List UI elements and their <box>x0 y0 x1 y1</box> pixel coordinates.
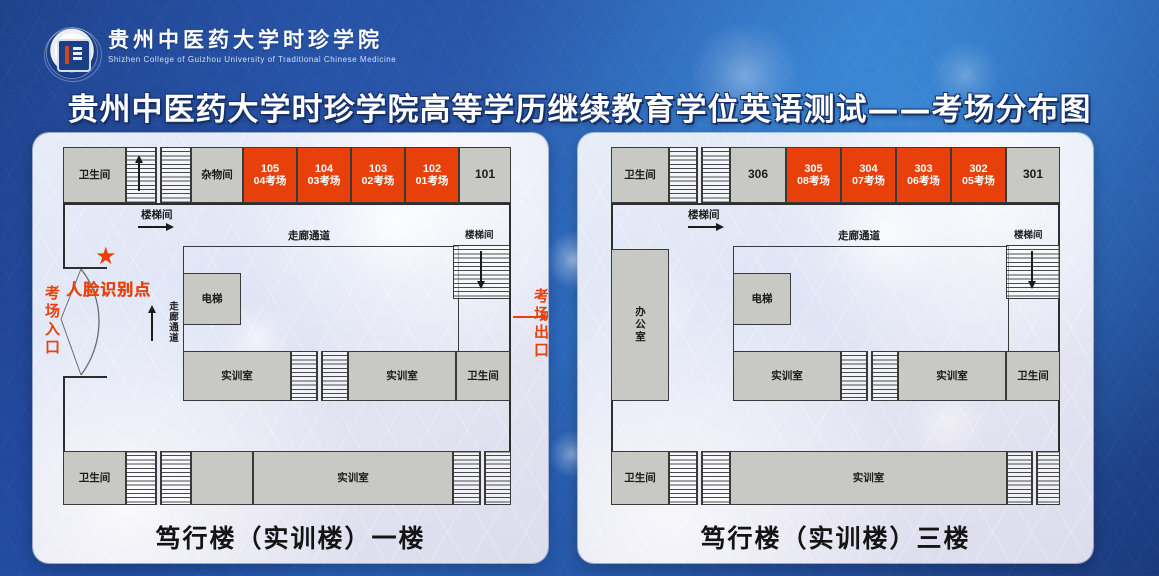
stairwell-gap <box>1032 451 1037 505</box>
exam-entrance-label: 考场入口 <box>43 285 60 357</box>
room-101: 101 <box>459 147 511 203</box>
exam-exit-label: 考场出口 <box>532 288 548 360</box>
stairwell-gap <box>156 451 161 505</box>
room-restroom-bottom: 卫生间 <box>63 451 126 505</box>
stairwell-gap <box>317 351 322 401</box>
wall-top-inner <box>611 203 1060 205</box>
room-office: 办公室 <box>611 249 669 401</box>
university-name-block: 贵州中医药大学时珍学院 Shizhen College of Guizhou U… <box>108 26 396 64</box>
page-title: 贵州中医药大学时珍学院高等学历继续教育学位英语测试——考场分布图 <box>67 92 1092 128</box>
corridor-top-label: 走廊通道 <box>838 230 880 242</box>
floor-3-caption: 笃行楼（实训楼）三楼 <box>700 524 971 553</box>
stairwell-gap <box>697 451 702 505</box>
room-training-bottom: 实训室 <box>730 451 1007 505</box>
corridor-up-arrow-icon <box>148 305 157 343</box>
stairwell-top-label: 楼梯间 <box>688 209 720 221</box>
star-icon: ★ <box>95 243 117 270</box>
wall-left-upper <box>611 203 613 251</box>
wall-left-lower <box>63 376 65 452</box>
room-306: 306 <box>730 147 786 203</box>
stairwell-bottom-right-b[interactable] <box>485 451 511 505</box>
floor-1-caption: 笃行楼（实训楼）一楼 <box>155 524 426 553</box>
stairwell-bottom-right-a[interactable] <box>1007 451 1032 505</box>
stairwell-right-label: 楼梯间 <box>465 230 494 241</box>
stairwell-gap <box>480 451 485 505</box>
stairwell-bottom-left-a[interactable] <box>669 451 697 505</box>
corridor-vertical-label: 走廊通道 <box>167 301 178 343</box>
university-name-cn: 贵州中医药大学时珍学院 <box>108 27 383 52</box>
wall-left-lower <box>611 398 613 453</box>
entrance-door-arc <box>60 268 100 376</box>
stairwell-mid-b[interactable] <box>872 351 898 401</box>
room-elevator: 电梯 <box>183 273 241 325</box>
room-training-mid-2: 实训室 <box>898 351 1006 401</box>
wall-right-upper <box>1058 203 1060 398</box>
room-training-mid-1: 实训室 <box>183 351 291 401</box>
room-elevator: 电梯 <box>733 273 791 325</box>
direction-arrow-icon <box>688 223 724 231</box>
room-restroom-top-left: 卫生间 <box>611 147 669 203</box>
wall-top-inner <box>63 203 511 205</box>
stairwell-bottom-left-b[interactable] <box>161 451 191 505</box>
room-bottom-blank <box>191 451 253 505</box>
poster-header: 贵州中医药大学时珍学院 Shizhen College of Guizhou U… <box>0 0 1159 86</box>
stairwell-bottom-left-b[interactable] <box>702 451 730 505</box>
wall-right-upper <box>509 203 511 398</box>
face-recognition-point-label: 人脸识别点 <box>66 282 152 299</box>
stair-down-arrow-icon <box>1028 251 1037 289</box>
stairwell-mid-a[interactable] <box>841 351 867 401</box>
stairwell-top-label: 楼梯间 <box>141 209 173 221</box>
wall-right-lower <box>509 398 511 453</box>
wall-right-lower <box>1058 398 1060 453</box>
stairwell-right-label: 楼梯间 <box>1014 230 1043 241</box>
room-training-mid-2: 实训室 <box>348 351 456 401</box>
stairwell-gap <box>867 351 872 401</box>
wall-entrance-upper <box>63 267 107 269</box>
stairwell-top-left-b[interactable] <box>161 147 191 203</box>
stairwell-bottom-left-a[interactable] <box>126 451 156 505</box>
room-restroom-mid: 卫生间 <box>1006 351 1060 401</box>
exit-arrow-icon <box>513 313 548 321</box>
wall-left-upper <box>63 203 65 268</box>
room-301: 301 <box>1006 147 1060 203</box>
stairwell-mid-a[interactable] <box>291 351 317 401</box>
room-storage: 杂物间 <box>191 147 243 203</box>
stairwell-bottom-right-a[interactable] <box>453 451 480 505</box>
stairwell-top-left-a[interactable] <box>669 147 697 203</box>
wall-entrance-lower <box>63 376 107 378</box>
university-seal-logo <box>44 28 102 82</box>
room-training-mid-1: 实训室 <box>733 351 841 401</box>
stairwell-top-left-b[interactable] <box>702 147 730 203</box>
stair-up-arrow-icon <box>135 155 144 193</box>
room-restroom-top-left: 卫生间 <box>63 147 126 203</box>
seal-border-ring <box>44 28 102 82</box>
stairwell-gap <box>156 147 161 203</box>
corridor-top-label: 走廊通道 <box>288 230 330 242</box>
university-name-en: Shizhen College of Guizhou University of… <box>108 55 397 65</box>
stairwell-gap <box>697 147 702 203</box>
room-training-bottom: 实训室 <box>253 451 453 505</box>
room-restroom-bottom: 卫生间 <box>611 451 669 505</box>
room-restroom-mid: 卫生间 <box>456 351 510 401</box>
stairwell-mid-b[interactable] <box>322 351 348 401</box>
stairwell-bottom-right-b[interactable] <box>1037 451 1060 505</box>
direction-arrow-icon <box>138 223 174 231</box>
stair-down-arrow-icon <box>477 251 486 289</box>
